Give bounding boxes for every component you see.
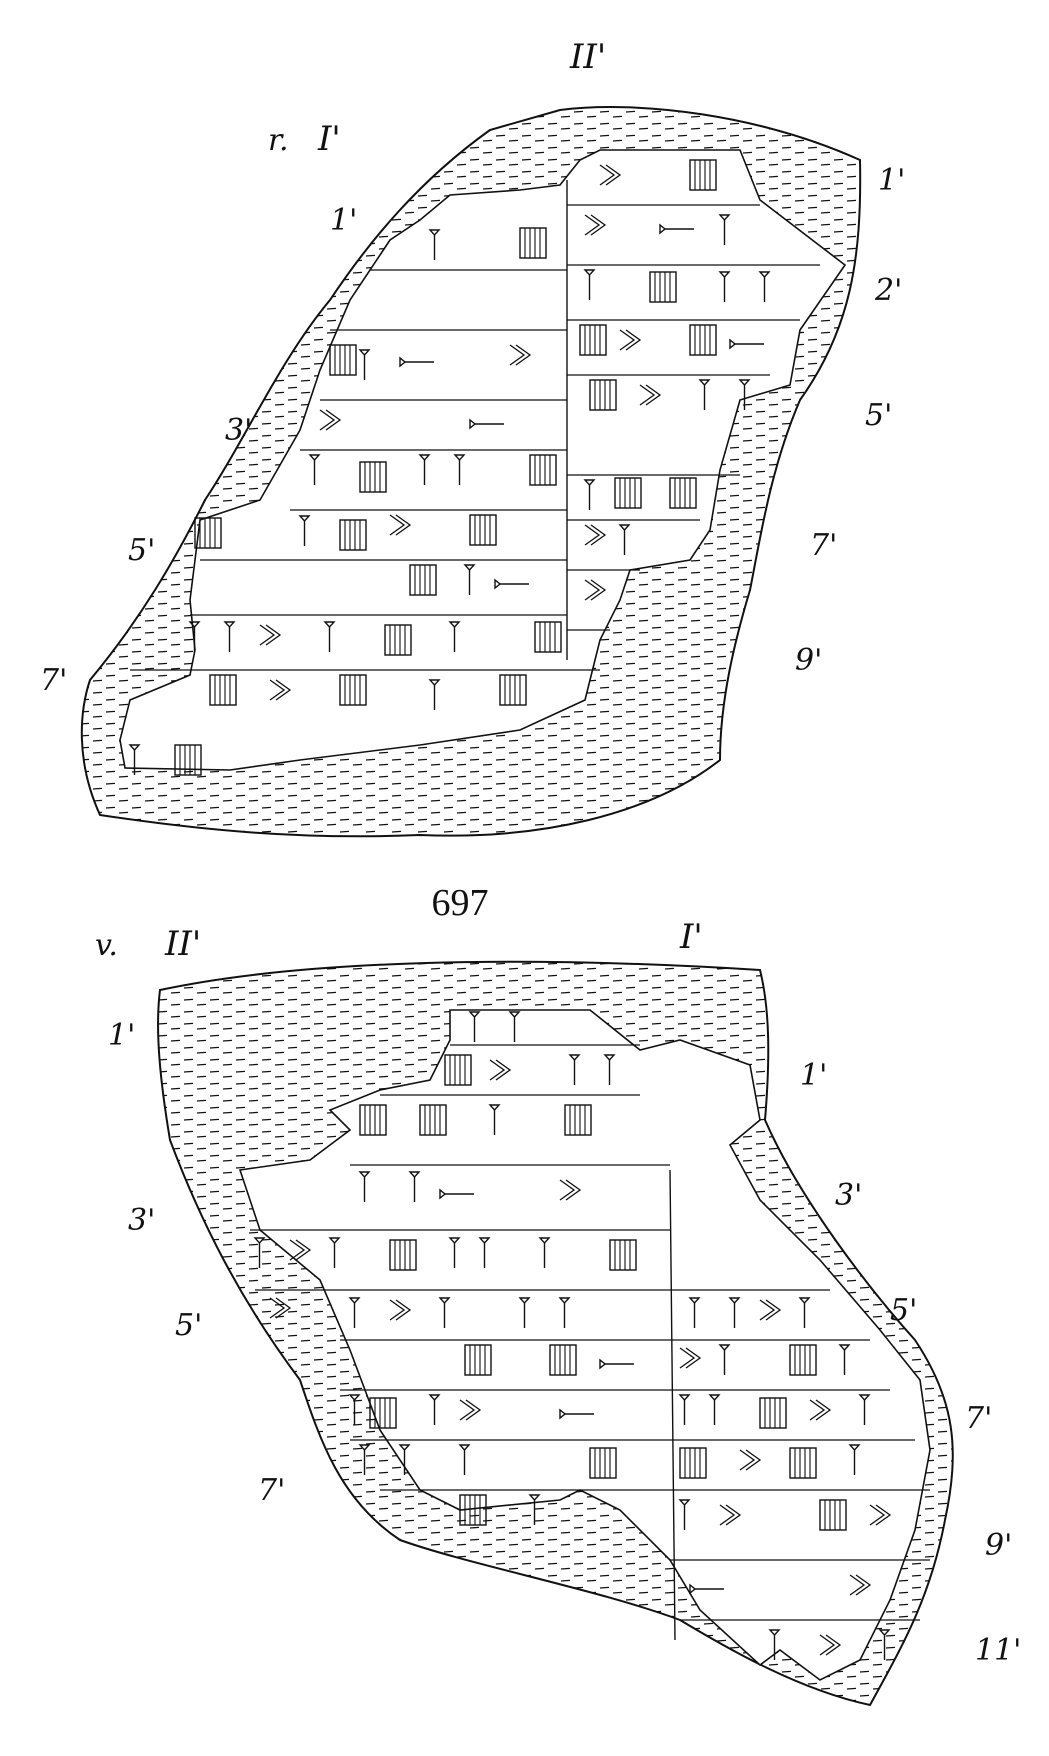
obverse-column-label-2: II' — [569, 37, 606, 77]
obverse-side-label: r. — [268, 123, 289, 158]
obverse-col1-line-label: 7' — [40, 663, 67, 698]
reverse-col1-line-label: 9' — [985, 1528, 1012, 1563]
obverse-column-label-1: I' — [317, 119, 341, 159]
reverse-col1-line-label: 3' — [835, 1178, 862, 1213]
reverse-column-label-2: II' — [164, 924, 201, 964]
reverse-col1-line-label: 11' — [975, 1633, 1021, 1668]
obverse-col2-line-label: 1' — [878, 163, 905, 198]
reverse-col1-line-label: 5' — [890, 1293, 917, 1328]
reverse-column-label-1: I' — [679, 917, 703, 957]
reverse-fragment: v. II' I' 1' 3' 5' 7' 1' 3' 5' 7' 9' 11' — [95, 917, 1021, 1707]
obverse-col1-line-label: 5' — [128, 533, 155, 568]
reverse-col2-line-label: 7' — [258, 1473, 285, 1508]
obverse-col2-line-label: 7' — [810, 528, 837, 563]
reverse-col2-line-label: 3' — [128, 1203, 155, 1238]
reverse-col1-line-label: 7' — [965, 1401, 992, 1436]
reverse-side-label: v. — [95, 928, 118, 963]
obverse-col1-line-label: 3' — [225, 413, 252, 448]
plate-number: 697 — [432, 882, 489, 924]
obverse-col1-line-label: 1' — [330, 203, 357, 238]
reverse-col1-line-label: 1' — [800, 1058, 827, 1093]
reverse-col2-line-label: 1' — [108, 1018, 135, 1053]
obverse-col2-line-label: 9' — [795, 643, 822, 678]
obverse-fragment: r. I' II' 1' 3' 5' 7' 1' 2' 5' 7' 9' — [40, 37, 905, 838]
obverse-col2-line-label: 2' — [874, 273, 902, 308]
obverse-col2-line-label: 5' — [865, 398, 892, 433]
reverse-inscribed-surface — [238, 1009, 931, 1681]
reverse-col2-line-label: 5' — [175, 1308, 202, 1343]
